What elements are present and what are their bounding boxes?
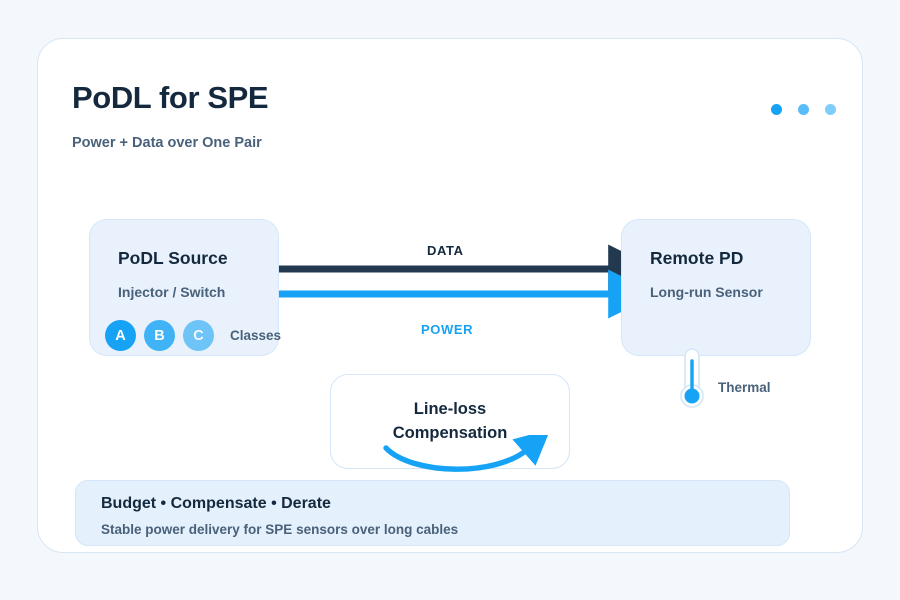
class-badge-group: A B C Classes (105, 320, 281, 351)
power-link-label: POWER (421, 322, 474, 337)
page-title: PoDL for SPE (72, 80, 269, 115)
dot-indicator-3 (825, 104, 836, 115)
lineloss-compensation-box[interactable]: Line-loss Compensation (330, 374, 570, 469)
lineloss-line-2: Compensation (392, 423, 508, 442)
class-badge-c[interactable]: C (183, 320, 214, 351)
node-remote-title: Remote PD (650, 248, 744, 268)
dot-indicator-1 (771, 104, 782, 115)
classes-label: Classes (230, 328, 282, 343)
node-podl-source[interactable]: PoDL Source Injector / Switch A B C Clas… (89, 219, 281, 356)
footer-banner: Budget • Compensate • Derate Stable powe… (75, 480, 790, 546)
footer-subtitle: Stable power delivery for SPE sensors ov… (101, 522, 459, 537)
class-badge-a[interactable]: A (105, 320, 136, 351)
class-badge-b[interactable]: B (144, 320, 175, 351)
thermometer-icon (680, 348, 704, 408)
data-link-label: DATA (427, 243, 464, 258)
page-subtitle: Power + Data over One Pair (72, 135, 262, 151)
diagram-card: PoDL for SPE Power + Data over One Pair … (37, 38, 863, 553)
node-remote-pd[interactable]: Remote PD Long-run Sensor Thermal (621, 219, 811, 408)
node-source-title: PoDL Source (118, 248, 228, 268)
header-dots (771, 104, 836, 115)
lineloss-line-1: Line-loss (413, 400, 487, 419)
node-remote-subtitle: Long-run Sensor (650, 284, 763, 300)
footer-title: Budget • Compensate • Derate (101, 495, 331, 512)
thermal-label: Thermal (718, 380, 771, 395)
node-source-subtitle: Injector / Switch (118, 284, 226, 300)
dot-indicator-2 (798, 104, 809, 115)
